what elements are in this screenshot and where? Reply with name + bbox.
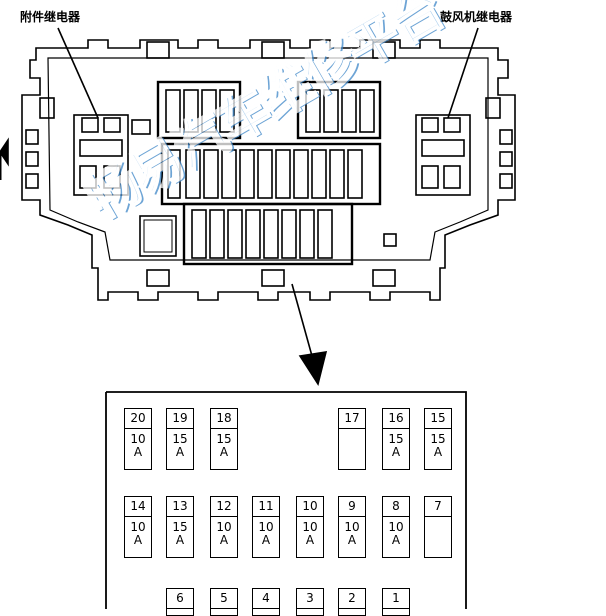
fuse-number: 5: [211, 589, 237, 609]
fuse-3: 3: [296, 588, 324, 616]
fuse-17: 17: [338, 408, 366, 470]
blower-relay-leader: [447, 27, 479, 119]
left-edge-arrow: [0, 137, 9, 167]
fuse-number: 13: [167, 497, 193, 517]
fuse-7: 7: [424, 496, 452, 558]
fuse-block-upper-right: [296, 80, 382, 140]
fuse-block-lower: [182, 202, 354, 266]
fuse-layout-panel-right-top: [106, 391, 467, 609]
fuse-number: 2: [339, 589, 365, 609]
fuse-number: 10: [297, 497, 323, 517]
fuse-5: 5: [210, 588, 238, 616]
fuse-number: 3: [297, 589, 323, 609]
pointer-arrowhead: [298, 351, 328, 386]
fuse-4: 4: [252, 588, 280, 616]
fuse-number: 9: [339, 497, 365, 517]
pointer-line: [291, 283, 313, 357]
housing-inner: [47, 57, 489, 261]
fuse-number: 18: [211, 409, 237, 429]
fuse-number: 7: [425, 497, 451, 517]
fuse-number: 12: [211, 497, 237, 517]
fuse-number: 16: [383, 409, 409, 429]
fuse-number: 17: [339, 409, 365, 429]
fuse-6: 6: [166, 588, 194, 616]
large-relay-socket: [139, 215, 177, 257]
fuse-number: 4: [253, 589, 279, 609]
housing-outline: [21, 39, 516, 301]
fuse-block-upper-left: [156, 80, 242, 140]
fuse-2: 2: [338, 588, 366, 616]
fuse-number: 6: [167, 589, 193, 609]
blower-relay: [415, 114, 471, 196]
accessory-relay: [73, 114, 129, 196]
fuse-number: 14: [125, 497, 151, 517]
fuse-number: 19: [167, 409, 193, 429]
fuse-number: 1: [383, 589, 409, 609]
fuse-number: 20: [125, 409, 151, 429]
accessory-relay-leader: [57, 27, 99, 119]
fuse-number: 11: [253, 497, 279, 517]
fuse-number: 15: [425, 409, 451, 429]
fuse-1: 1: [382, 588, 410, 616]
blower-relay-label: 鼓风机继电器: [440, 10, 513, 24]
fuse-number: 8: [383, 497, 409, 517]
accessory-relay-label: 附件继电器: [20, 10, 81, 24]
